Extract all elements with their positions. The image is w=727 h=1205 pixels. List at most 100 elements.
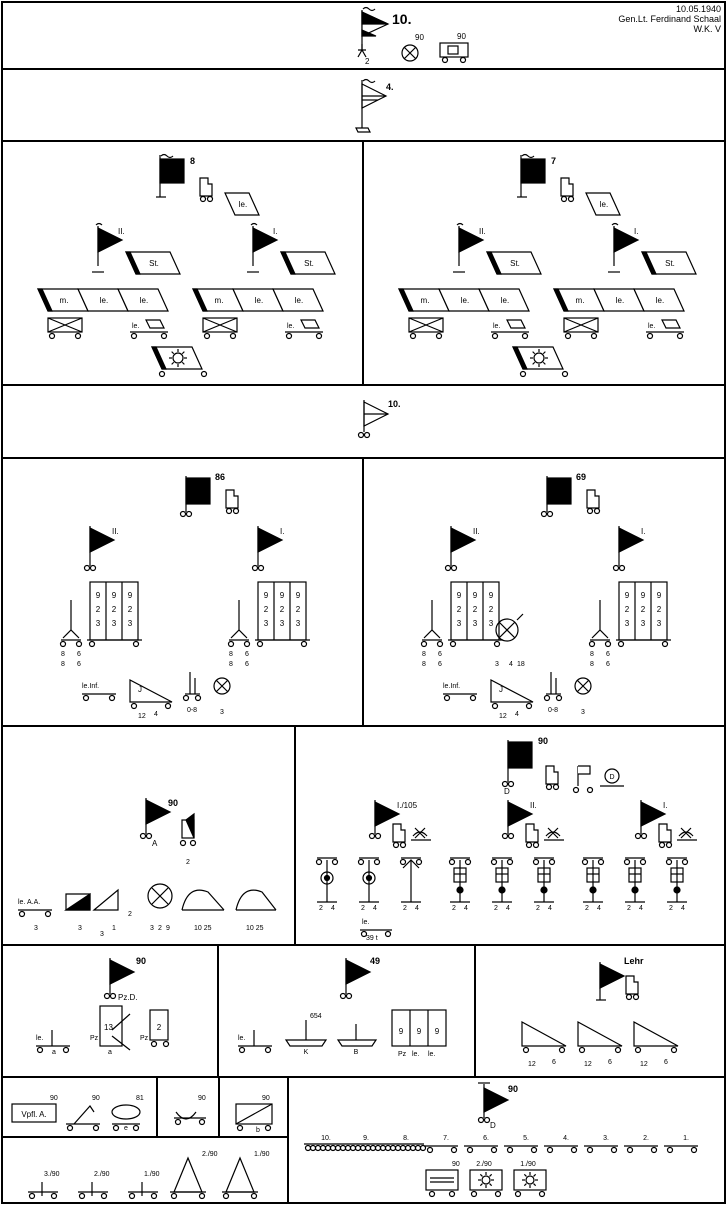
wheel-icon — [162, 1040, 170, 1048]
wheel-icon — [182, 694, 190, 702]
column-value: 3 — [641, 619, 646, 628]
wheel-icon — [150, 1192, 158, 1200]
gun-wedge-icon — [521, 1020, 567, 1047]
le-tag: le. — [132, 323, 139, 330]
sun-icon — [525, 1175, 535, 1185]
gun-sub: 4 — [639, 905, 643, 912]
wheel-icon — [300, 640, 308, 648]
le-tag: le. — [362, 919, 369, 926]
b-label: b — [256, 1127, 260, 1134]
recon-battalion — [18, 798, 277, 918]
wheel-icon — [419, 1144, 427, 1152]
wheel-icon — [470, 1190, 478, 1198]
recon-number: 90 — [168, 798, 178, 808]
infantry-regiment-86 — [179, 476, 240, 518]
unit-label: 1./90 — [254, 1151, 270, 1158]
signals-battalion — [238, 958, 447, 1054]
wheel-icon — [130, 332, 138, 340]
column-value: 3 — [296, 619, 301, 628]
lehr-battalion — [521, 962, 679, 1054]
unit-label: 2./90 — [94, 1171, 110, 1178]
wheel-icon — [532, 858, 540, 866]
gun-sub: 4 — [681, 905, 685, 912]
gun-wedge-icon — [129, 679, 173, 703]
tank-label: le. — [656, 296, 664, 305]
wheel-icon — [78, 1192, 86, 1200]
flag-icon — [89, 527, 116, 553]
wheel-icon — [158, 370, 166, 378]
gun-sub: 2 — [403, 905, 407, 912]
gun-sub: 2 — [452, 905, 456, 912]
tank-bar — [641, 251, 657, 275]
wheel-icon — [373, 858, 381, 866]
tonnage: 39 t — [366, 935, 378, 942]
aa-icon — [147, 883, 173, 909]
truck-icon — [199, 177, 213, 197]
wheel-icon — [112, 1124, 120, 1132]
wheel-icon — [324, 1144, 332, 1152]
column-value: 9 — [128, 591, 133, 600]
column-value: 2 — [625, 605, 630, 614]
infantry-battalion-I. — [588, 526, 671, 648]
tank-label: m. — [215, 296, 224, 305]
wheel-icon — [469, 694, 477, 702]
flag-icon — [599, 963, 626, 989]
mg-sub: 6 — [606, 651, 610, 658]
wheel-icon — [18, 910, 26, 918]
recon-num: 3 — [78, 925, 82, 932]
le-tag: le. — [287, 323, 294, 330]
wheel-icon — [74, 332, 82, 340]
wheel-icon — [435, 332, 443, 340]
battalion-II. — [398, 222, 542, 340]
tank-label: St. — [510, 259, 520, 268]
num-13: 13 — [104, 1023, 113, 1032]
wheel-icon — [670, 1046, 678, 1054]
tank-label: le. — [239, 200, 247, 209]
sig-le: le. — [238, 1035, 245, 1042]
wheel-icon — [236, 1124, 244, 1132]
column-number: 3. — [603, 1135, 609, 1142]
dish-icon — [175, 1111, 197, 1120]
wheel-icon — [198, 1192, 206, 1200]
wheel-icon — [160, 332, 168, 340]
battalion-label: I. — [663, 801, 667, 810]
battalion-label: II. — [530, 801, 537, 810]
mg-sub: 8 — [61, 661, 65, 668]
support-weapons — [82, 672, 231, 710]
wheel-icon — [132, 1124, 140, 1132]
wheel-icon — [304, 1144, 312, 1152]
infantry-battalion-I. — [227, 526, 310, 648]
hq-box — [224, 192, 260, 216]
unit-label: 2./90 — [202, 1151, 218, 1158]
wheel-icon — [384, 1144, 392, 1152]
division-sub: 2 — [365, 57, 370, 66]
extra-sub: 3 — [495, 661, 499, 668]
wheel-icon — [404, 1144, 412, 1152]
truck-icon — [545, 765, 559, 785]
b-label: B — [354, 1049, 359, 1056]
gun-wedge-icon — [577, 1020, 623, 1047]
battalion-I. — [192, 222, 336, 340]
flag-icon — [507, 741, 533, 769]
wheel-icon — [586, 1146, 594, 1154]
column-value: 2 — [489, 605, 494, 614]
radio-icon — [284, 1039, 328, 1047]
wheel-icon — [229, 332, 237, 340]
wheel-icon — [206, 195, 214, 203]
wheel-icon — [357, 858, 365, 866]
mg-sub: 8 — [422, 651, 426, 658]
mg-sub: 6 — [245, 661, 249, 668]
battalion-label: I. — [634, 227, 638, 236]
wheel-icon — [650, 1146, 658, 1154]
wheel-icon — [555, 694, 563, 702]
battalion-I. — [553, 222, 697, 340]
mini-box — [506, 319, 526, 329]
mg-sub: 6 — [77, 661, 81, 668]
column-value: 2 — [264, 605, 269, 614]
wheel-icon — [658, 841, 666, 849]
sun-box — [469, 1169, 503, 1191]
column-value: 9 — [280, 591, 285, 600]
column-value: 3 — [280, 619, 285, 628]
flag-icon — [97, 227, 124, 253]
